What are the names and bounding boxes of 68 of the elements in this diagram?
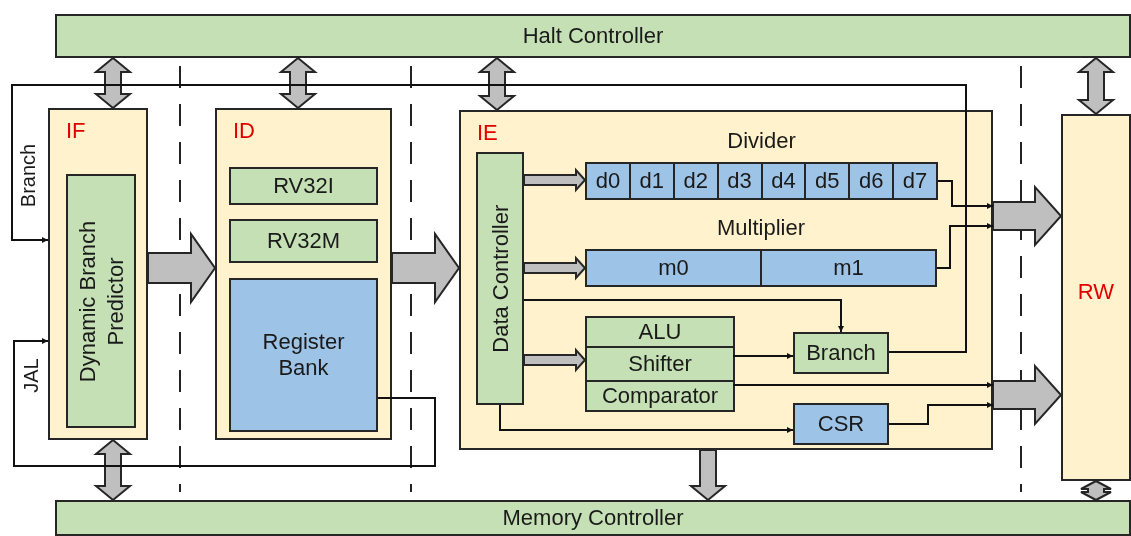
register-cell: d5 (804, 164, 849, 198)
unit-heading: Multiplier (716, 215, 806, 241)
controller-bar (55, 500, 1131, 536)
arrow (11, 84, 967, 353)
block-label: Memory Controller (501, 504, 685, 532)
block-label: CSR (816, 410, 866, 438)
controller-box (476, 152, 524, 405)
controller-bar (55, 14, 1131, 58)
block-label: Halt Controller (521, 22, 665, 50)
module-box (229, 219, 378, 263)
module-box (793, 403, 889, 445)
arrow (732, 353, 794, 359)
arrow (13, 338, 436, 467)
block-arrow (688, 449, 728, 502)
block-arrow (278, 56, 318, 110)
register-cell: d4 (760, 164, 805, 198)
module-box (793, 332, 889, 374)
block-label: RV32M (266, 227, 341, 255)
arrow (732, 382, 994, 388)
register-cell-text: m0 (657, 254, 690, 282)
edge-label: JAL (18, 356, 43, 395)
block-label: Dynamic Branch Predictor (73, 219, 128, 384)
block-arrow (93, 56, 133, 110)
block-arrow (992, 363, 1063, 427)
arrow (523, 299, 844, 333)
module-box (229, 278, 378, 432)
block-label: Comparator (600, 382, 720, 410)
block-label: Data Controller (486, 203, 514, 355)
register-cell: d1 (628, 164, 673, 198)
register-cell-text: d0 (594, 167, 622, 195)
stage-label: ID (233, 118, 255, 144)
block-arrow (391, 230, 461, 306)
unit-heading: Divider (726, 128, 797, 154)
register-cell: d3 (716, 164, 761, 198)
block-arrow (477, 56, 517, 112)
pipeline-stage-box (1061, 114, 1131, 481)
register-cell: d6 (848, 164, 893, 198)
arrow (937, 180, 994, 209)
edge-label: Branch (16, 142, 41, 209)
block-arrow (992, 184, 1063, 248)
pipeline-stage-box (215, 108, 392, 440)
block-arrow (93, 438, 133, 502)
arrow (499, 404, 794, 433)
module-box (229, 167, 378, 205)
block-arrow (523, 255, 587, 281)
block-arrow (523, 167, 587, 193)
block-label: Register Bank (261, 328, 346, 382)
function-unit-row (587, 380, 733, 410)
arrow (936, 223, 994, 269)
block-label: Branch (805, 339, 877, 367)
stage-label: IE (477, 120, 498, 146)
block-arrow (523, 347, 587, 373)
register-cell: d2 (672, 164, 717, 198)
stage-label: RW (1076, 279, 1116, 306)
pipeline-stage-box (459, 110, 993, 450)
block-label: ALU (637, 318, 683, 346)
block-arrow (147, 230, 217, 306)
function-unit-stack (585, 316, 735, 412)
stage-label: IF (66, 118, 86, 144)
pipeline-stage-box (48, 108, 148, 440)
block-label: Shifter (627, 350, 693, 378)
predictor-box (66, 174, 136, 428)
block-arrow (1076, 56, 1116, 116)
arrow (888, 402, 994, 425)
block-arrow (1080, 479, 1112, 502)
register-cell: m1 (760, 251, 935, 285)
register-cell: d7 (892, 164, 936, 198)
block-label: RV32I (272, 172, 335, 200)
